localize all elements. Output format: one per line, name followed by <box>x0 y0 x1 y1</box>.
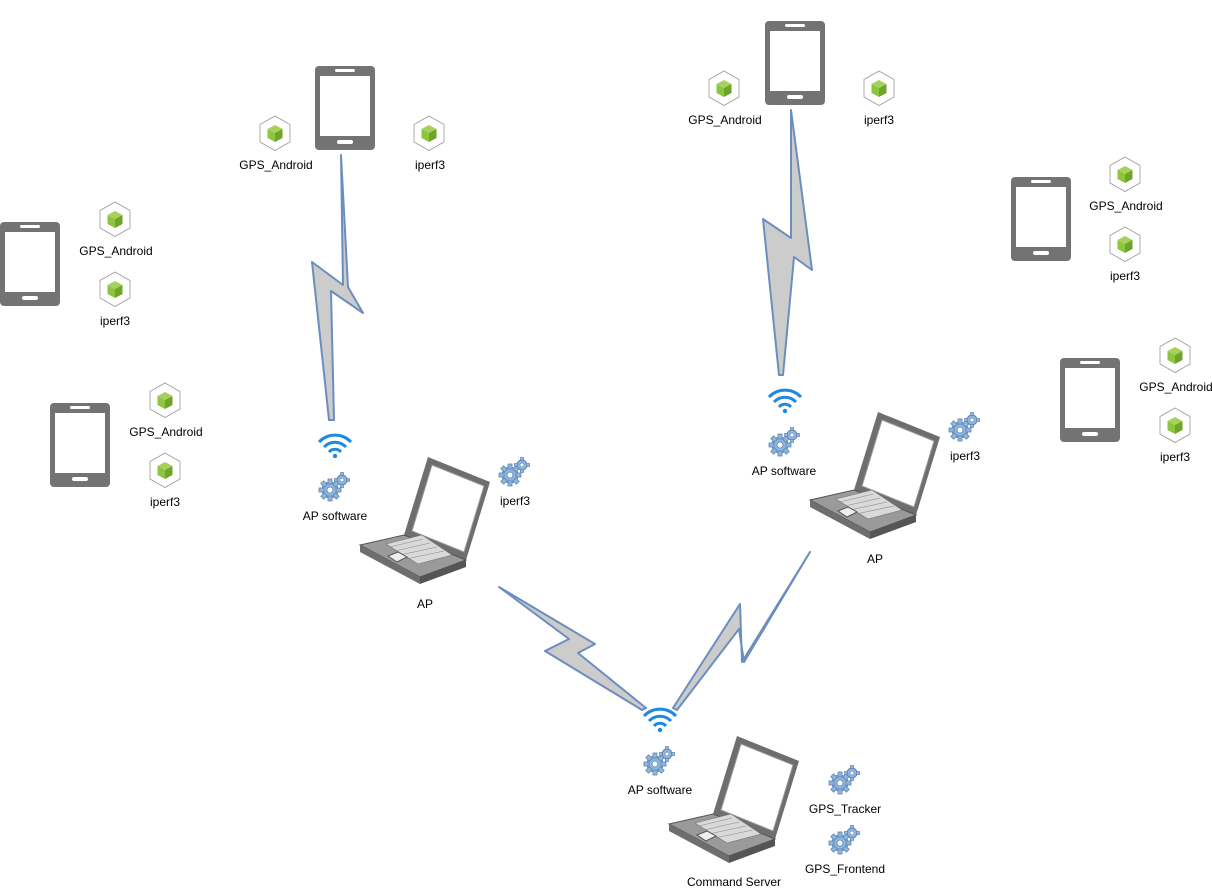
iperf3-gear-icon <box>948 412 980 442</box>
gps-android-label: GPS_Android <box>239 158 313 172</box>
command-server-laptop-icon <box>668 735 800 864</box>
gps-android-label: GPS_Android <box>688 113 762 127</box>
phone-left-lower-icon <box>50 403 110 487</box>
wifi-icon <box>642 707 678 734</box>
iperf3-app-icon <box>99 271 131 307</box>
wifi-icon <box>767 388 803 415</box>
wireless-link-right-phone <box>762 109 813 376</box>
iperf3-label: iperf3 <box>499 494 531 508</box>
ap-right-laptop-icon <box>809 411 941 540</box>
ap-software-gear-icon <box>318 472 350 502</box>
iperf3-app-icon <box>149 452 181 488</box>
ap-software-label: AP software <box>302 509 368 523</box>
iperf3-app-icon <box>863 70 895 106</box>
iperf3-app-icon <box>1109 226 1141 262</box>
gps-android-label: GPS_Android <box>1089 199 1163 213</box>
iperf3-label: iperf3 <box>949 449 981 463</box>
wireless-link-left-phone <box>311 154 364 421</box>
iperf3-gear-icon <box>498 457 530 487</box>
ap-software-label: AP software <box>627 783 693 797</box>
iperf3-app-icon <box>413 115 445 151</box>
gps-android-app-icon <box>708 70 740 106</box>
iperf3-label: iperf3 <box>1109 269 1141 283</box>
iperf3-label: iperf3 <box>149 495 181 509</box>
phone-left-upper-icon <box>0 222 60 306</box>
ap-software-label: AP software <box>751 464 817 478</box>
gps-android-label: GPS_Android <box>79 244 153 258</box>
gps-android-app-icon <box>259 115 291 151</box>
ap-label: AP <box>416 597 434 611</box>
ap-software-gear-icon <box>643 746 675 776</box>
wireless-link-left-ap <box>498 586 647 711</box>
iperf3-label: iperf3 <box>414 158 446 172</box>
gps-android-label: GPS_Android <box>1139 380 1212 394</box>
gps-android-app-icon <box>1109 156 1141 192</box>
ap-software-gear-icon <box>768 427 800 457</box>
gps-android-label: GPS_Android <box>129 425 203 439</box>
ap-left-laptop-icon <box>359 456 491 585</box>
iperf3-label: iperf3 <box>1159 450 1191 464</box>
wireless-link-right-ap <box>672 551 811 711</box>
iperf3-label: iperf3 <box>99 314 131 328</box>
command-server-label: Command Server <box>686 875 782 889</box>
ap-label: AP <box>866 552 884 566</box>
phone-top-left-icon <box>315 66 375 150</box>
gps-frontend-label: GPS_Frontend <box>804 862 886 876</box>
phone-right-upper-icon <box>1011 177 1071 261</box>
iperf3-label: iperf3 <box>863 113 895 127</box>
gps-android-app-icon <box>149 382 181 418</box>
gps-tracker-label: GPS_Tracker <box>808 802 882 816</box>
wifi-icon <box>317 433 353 460</box>
gps-frontend-gear-icon <box>828 825 860 855</box>
phone-top-right-icon <box>765 21 825 105</box>
phone-right-lower-icon <box>1060 358 1120 442</box>
gps-tracker-gear-icon <box>828 765 860 795</box>
gps-android-app-icon <box>99 201 131 237</box>
iperf3-app-icon <box>1159 407 1191 443</box>
gps-android-app-icon <box>1159 337 1191 373</box>
